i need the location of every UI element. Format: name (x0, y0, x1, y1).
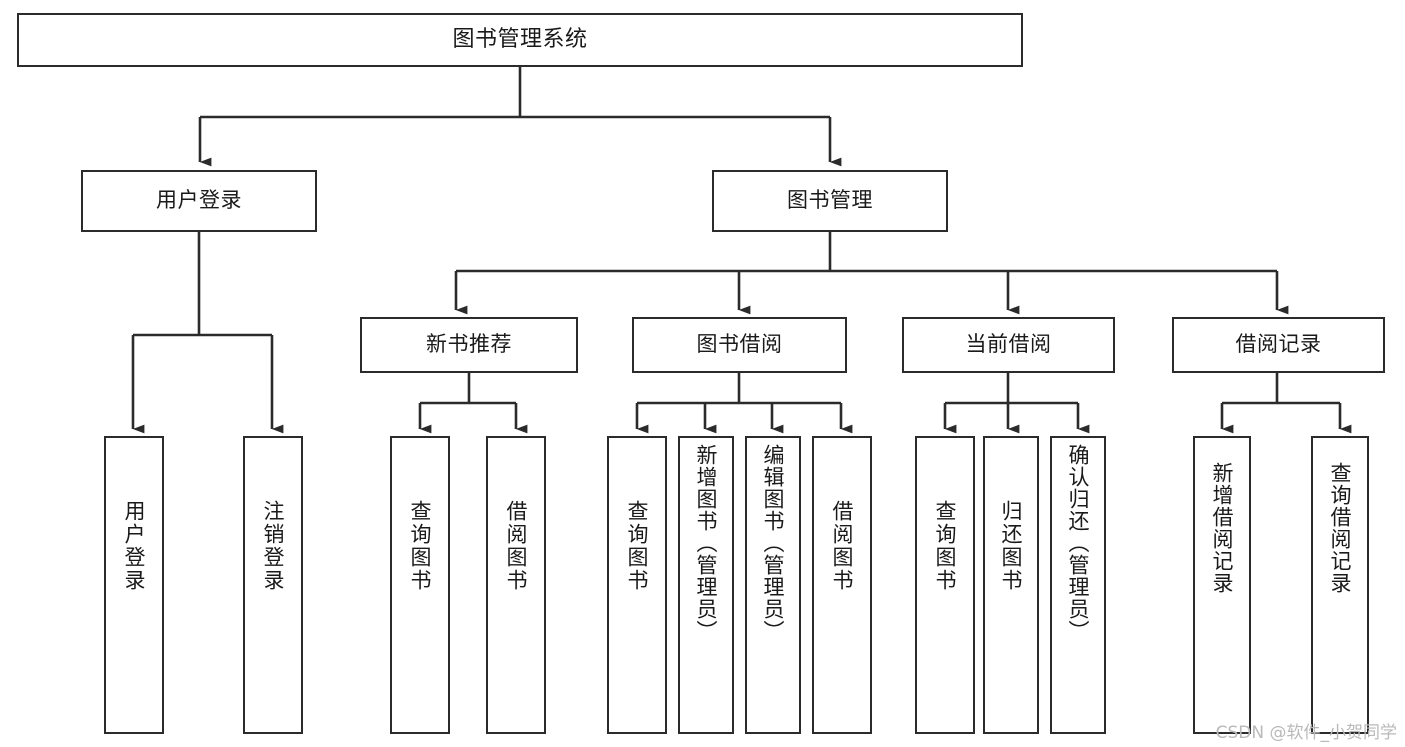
node-leaf-return-book[interactable]: 归还图书 (983, 436, 1039, 734)
node-leaf-query-book-1[interactable]: 查询图书 (390, 436, 450, 734)
node-label: 确认归还（管理员） (1066, 444, 1091, 642)
node-label: 借阅记录 (1235, 332, 1322, 357)
node-label: 查询图书 (933, 500, 958, 592)
node-leaf-query-book-2[interactable]: 查询图书 (607, 436, 667, 734)
node-label: 借阅图书 (504, 500, 529, 592)
node-leaf-edit-book[interactable]: 编辑图书（管理员） (745, 436, 801, 734)
node-label: 编辑图书（管理员） (761, 444, 786, 642)
node-leaf-logout[interactable]: 注销登录 (243, 436, 303, 734)
node-leaf-query-record[interactable]: 查询借阅记录 (1311, 436, 1369, 734)
node-label: 查询图书 (625, 500, 650, 592)
node-leaf-user-login[interactable]: 用户登录 (104, 436, 164, 734)
node-label: 新书推荐 (426, 332, 512, 357)
node-leaf-borrow-book-2[interactable]: 借阅图书 (812, 436, 872, 734)
node-label: 用户登录 (122, 500, 147, 592)
node-label: 图书管理系统 (452, 27, 588, 53)
node-leaf-add-book[interactable]: 新增图书（管理员） (678, 436, 734, 734)
node-new-book-recommend[interactable]: 新书推荐 (360, 317, 578, 373)
node-label: 新增图书（管理员） (694, 444, 719, 642)
node-label: 用户登录 (156, 188, 242, 213)
node-label: 归还图书 (999, 500, 1024, 592)
node-label: 查询借阅记录 (1328, 462, 1353, 594)
node-label: 图书管理 (787, 188, 873, 213)
node-leaf-confirm-return[interactable]: 确认归还（管理员） (1050, 436, 1106, 734)
node-leaf-add-record[interactable]: 新增借阅记录 (1193, 436, 1251, 734)
node-label: 新增借阅记录 (1210, 462, 1235, 594)
node-book-borrow[interactable]: 图书借阅 (632, 317, 847, 373)
node-current-borrow[interactable]: 当前借阅 (902, 317, 1115, 373)
node-book-manage[interactable]: 图书管理 (712, 170, 948, 232)
node-user-login[interactable]: 用户登录 (81, 170, 317, 232)
node-label: 借阅图书 (830, 500, 855, 592)
node-root-system[interactable]: 图书管理系统 (17, 13, 1023, 67)
node-label: 注销登录 (261, 500, 286, 592)
node-label: 查询图书 (408, 500, 433, 592)
node-leaf-borrow-book-1[interactable]: 借阅图书 (486, 436, 546, 734)
node-label: 当前借阅 (965, 332, 1052, 357)
node-leaf-query-book-3[interactable]: 查询图书 (915, 436, 975, 734)
node-borrow-record[interactable]: 借阅记录 (1172, 317, 1385, 373)
node-label: 图书借阅 (696, 332, 783, 357)
